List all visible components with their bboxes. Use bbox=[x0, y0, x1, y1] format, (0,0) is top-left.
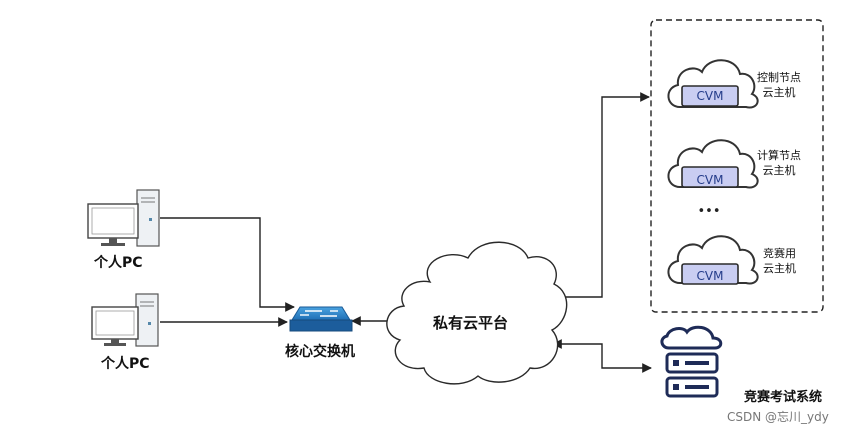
cvm-3-text: CVM bbox=[697, 269, 724, 283]
cloud-host-2-label-line1: 计算节点 bbox=[757, 149, 801, 162]
pc-1-icon bbox=[87, 189, 160, 247]
switch-label: 核心交换机 bbox=[285, 344, 355, 360]
cloud-host-3-label-line2: 云主机 bbox=[763, 262, 796, 275]
exam-system-label: 竞赛考试系统 bbox=[744, 390, 823, 405]
cloud-host-1-label: 控制节点 云主机 bbox=[757, 70, 801, 100]
cvm-2-text: CVM bbox=[697, 173, 724, 187]
cloud-host-2-label-line2: 云主机 bbox=[762, 164, 796, 177]
exam-system-icon bbox=[660, 325, 723, 398]
cloud-host-1-label-line2: 云主机 bbox=[762, 86, 796, 99]
private-cloud-shape bbox=[386, 241, 568, 385]
cloud-host-2-icon bbox=[667, 139, 759, 189]
cloud-host-1-icon bbox=[667, 59, 759, 109]
cloud-host-3-label: 竞赛用 云主机 bbox=[763, 246, 796, 276]
pc-1-label: 个人PC bbox=[94, 255, 143, 271]
cloud-host-2-label: 计算节点 云主机 bbox=[757, 148, 801, 178]
cloud-host-1-label-line1: 控制节点 bbox=[757, 71, 801, 84]
pc-2-icon bbox=[91, 293, 159, 347]
private-cloud-label: 私有云平台 bbox=[433, 314, 509, 332]
pc1-switch-link bbox=[160, 217, 295, 312]
cloud-host-3-icon bbox=[667, 235, 759, 285]
cloud-host-group bbox=[650, 19, 824, 313]
connections bbox=[160, 92, 652, 373]
ellipsis-text: ••• bbox=[697, 204, 720, 219]
cloud-hosts-link bbox=[552, 92, 650, 302]
watermark: CSDN @忘川_ydy bbox=[727, 410, 829, 424]
switch-icon bbox=[289, 306, 353, 332]
pc-2-label: 个人PC bbox=[101, 356, 150, 372]
cloud-host-3-label-line1: 竞赛用 bbox=[763, 247, 796, 260]
cloud-exam-link bbox=[552, 339, 652, 373]
cvm-1-text: CVM bbox=[697, 89, 724, 103]
